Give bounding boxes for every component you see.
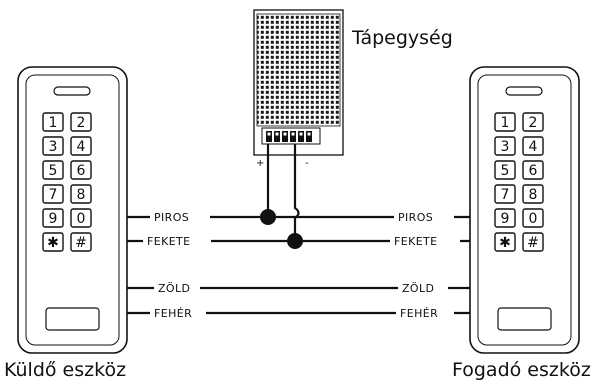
left-keypad-key-label: 5 [49,163,58,179]
green-wire-right-label: ZÖLD [402,282,434,295]
right-keypad-key [522,232,544,252]
left-keypad-key-label: 0 [77,211,86,227]
left-keypad-key [70,184,92,204]
right-keypad-key-label: 7 [501,187,510,203]
right-keypad-key [522,112,544,132]
left-keypad-card-reader [45,307,100,331]
red-wire-right-label: PIROS [398,211,433,224]
black-wire-left-label: FEKETE [147,235,191,248]
left-keypad-key-label: 1 [49,115,58,131]
right-keypad-key-label: 8 [529,187,538,203]
power-supply-terminals [266,131,312,142]
right-keypad-key-label: 0 [529,211,538,227]
left-keypad-inner-frame [25,74,120,346]
left-keypad-key-label: 9 [49,211,58,227]
left-keypad-key-label: ✱ [47,235,59,251]
left-keypad-key [70,136,92,156]
right-keypad-key [494,136,516,156]
power-supply-label: Tápegység [351,27,453,49]
right-keypad-card-reader [497,307,552,331]
left-keypad-key-label: 2 [77,115,86,131]
black-wire-right-label: FEKETE [394,235,438,248]
right-keypad-key-label: 4 [529,139,538,155]
right-keypad-key [522,160,544,180]
right-keypad-key [494,160,516,180]
right-keypad-key [494,232,516,252]
right-keypad-key [494,184,516,204]
right-keypad-key [522,208,544,228]
right-keypad: 1 2 3 4 5 6 7 8 9 0 ✱ # [469,66,580,354]
left-keypad-key-label: # [75,235,87,251]
right-keypad-key-label: 6 [529,163,538,179]
right-keypad-inner-frame [477,74,572,346]
left-keypad-key [42,232,64,252]
red-wire-left-label: PIROS [154,211,189,224]
left-keypad-key [42,208,64,228]
left-keypad-key [70,232,92,252]
left-keypad-key [42,184,64,204]
white-wire-left-label: FEHÉR [154,307,192,320]
left-keypad-key [70,112,92,132]
right-keypad-key [494,112,516,132]
right-keypad-indicator [505,86,543,96]
white-wire-right-label: FEHÉR [400,307,438,320]
left-keypad-key-label: 3 [49,139,58,155]
left-keypad-key [42,160,64,180]
negative-terminal-label: - [305,158,309,169]
right-keypad-key [494,208,516,228]
right-keypad-key-label: 2 [529,115,538,131]
right-keypad-key-label: # [527,235,539,251]
left-keypad-key-label: 7 [49,187,58,203]
left-device-label: Küldő eszköz [4,359,126,381]
left-keypad-key [42,112,64,132]
right-keypad-key-label: 1 [501,115,510,131]
power-supply-vent-grille [256,13,341,127]
left-keypad-indicator [53,86,91,96]
left-keypad-key [70,160,92,180]
negative-supply-wire [293,144,300,241]
right-keypad-key-label: 5 [501,163,510,179]
left-keypad-key-label: 4 [77,139,86,155]
right-keypad-key-label: 3 [501,139,510,155]
red-wire-junction [260,209,276,225]
right-keypad-key-label: ✱ [499,235,511,251]
left-keypad: 1 2 3 4 5 6 7 8 9 0 ✱ # [17,66,128,354]
left-keypad-key [70,208,92,228]
right-device-label: Fogadó eszköz [452,359,591,381]
black-wire-junction [287,233,303,249]
left-keypad-key-label: 6 [77,163,86,179]
right-keypad-key-label: 9 [501,211,510,227]
power-supply: Tápegység + - [253,9,453,169]
right-keypad-key [522,136,544,156]
green-wire-left-label: ZÖLD [158,282,190,295]
left-keypad-key-label: 8 [77,187,86,203]
left-keypad-key [42,136,64,156]
right-keypad-key [522,184,544,204]
positive-terminal-label: + [256,158,264,169]
